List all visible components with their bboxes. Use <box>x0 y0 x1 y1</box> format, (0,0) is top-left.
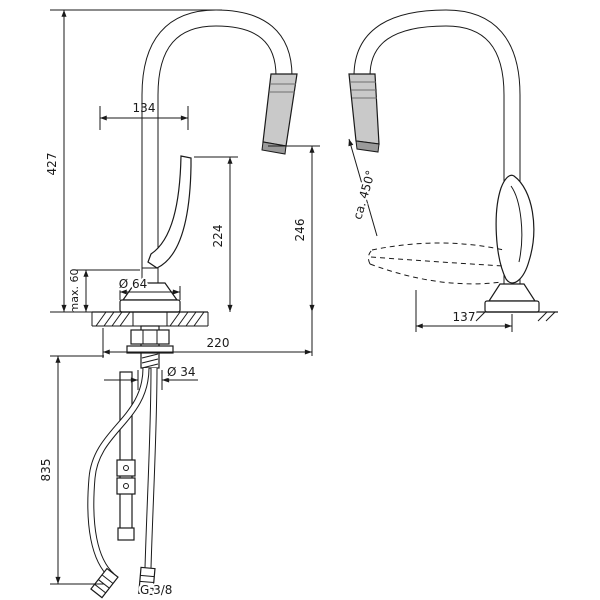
countertop <box>91 311 209 327</box>
mounting-shaft <box>126 325 174 369</box>
dim-246: 246 <box>268 145 320 356</box>
handle-lever <box>147 155 192 269</box>
swivel-angle-label: ca. 450° <box>350 169 377 221</box>
dim-220: 220 <box>102 328 312 358</box>
fixing-rod <box>116 371 136 541</box>
dim-835: 835 <box>39 355 104 585</box>
dim-220-label: 220 <box>207 336 230 350</box>
dim-246-label: 246 <box>293 219 307 242</box>
hose-connector-left <box>90 567 119 599</box>
hose-connector-right <box>138 566 156 596</box>
dim-max60: max. 60 <box>68 269 140 314</box>
thread-size-label: G 3/8 <box>140 583 172 597</box>
dim-427: 427 <box>45 9 222 313</box>
dim-dia64: Ø 64 <box>117 275 181 300</box>
spray-nozzle-front <box>355 140 380 153</box>
side-view <box>87 9 298 599</box>
handle-front <box>495 174 535 284</box>
base-flange <box>119 299 181 313</box>
lock-nut <box>130 329 170 345</box>
dim-427-label: 427 <box>45 153 59 176</box>
dim-134: 134 <box>99 101 189 130</box>
spray-head-front <box>348 73 380 153</box>
dim-dia34-label: Ø 34 <box>167 365 196 379</box>
dim-137-label: 137 <box>453 310 476 324</box>
dim-224: 224 <box>194 156 238 312</box>
dim-134-label: 134 <box>133 101 156 115</box>
handle-front-detail <box>510 185 523 263</box>
front-view <box>348 9 558 322</box>
dim-137: 137 <box>415 290 513 332</box>
spray-head-body <box>262 73 298 147</box>
dim-max60-label: max. 60 <box>68 269 81 314</box>
spray-head-front-body <box>348 73 380 145</box>
spray-nozzle <box>261 141 287 155</box>
dim-swivel: ca. 450° <box>348 138 380 237</box>
counter-hatch-front <box>467 311 556 322</box>
base-flange-front <box>484 300 540 313</box>
base-cone-front <box>487 283 537 302</box>
spout-outline-front <box>353 9 521 312</box>
dim-dia34: Ø 34 <box>104 363 198 390</box>
supply-hoses <box>87 367 158 599</box>
counter-hatch <box>95 311 205 327</box>
countertop-front <box>466 311 558 322</box>
swivel-range-arcs <box>367 242 505 285</box>
dim-835-label: 835 <box>39 459 53 482</box>
spout-outline <box>141 9 293 312</box>
dim-dia64-label: Ø 64 <box>119 277 148 291</box>
spray-head <box>261 73 298 155</box>
dim-224-label: 224 <box>211 225 225 248</box>
